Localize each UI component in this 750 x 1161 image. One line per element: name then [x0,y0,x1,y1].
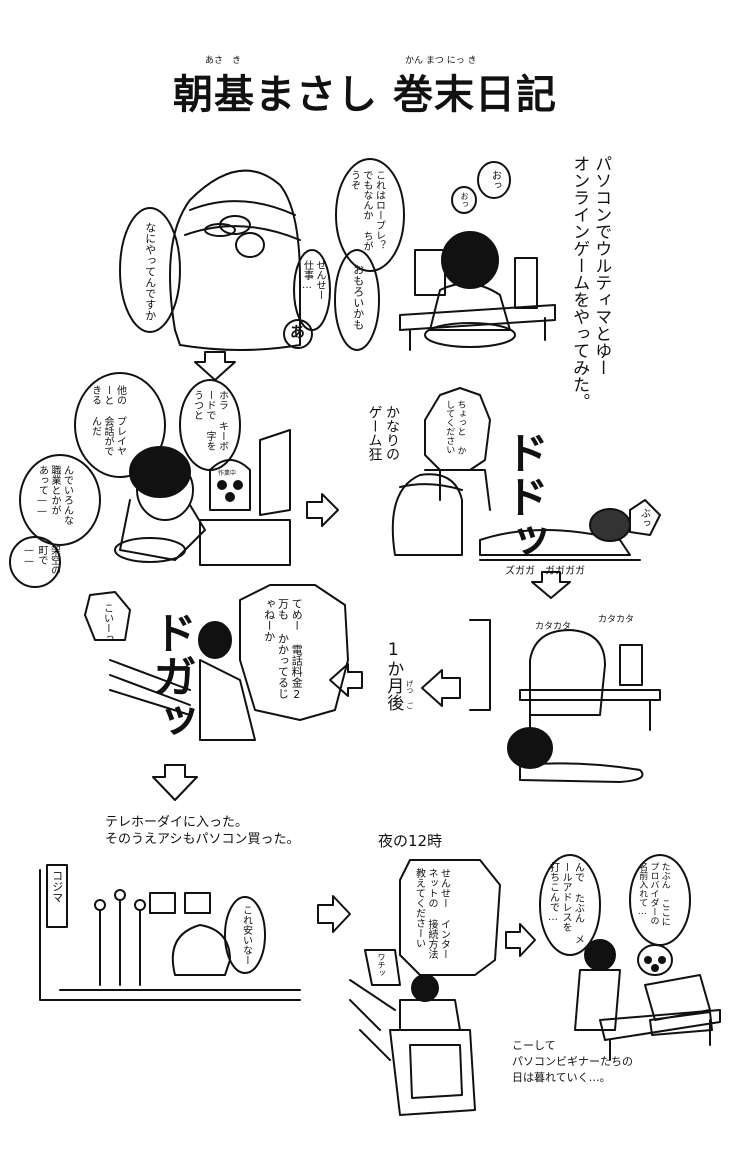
narration-game-fan: かなりの ゲーム狂 [366,405,401,461]
speech-bubble [335,158,405,272]
narration-one-month-later: 1か月後 [383,640,404,711]
arrow-left-icon [329,663,363,697]
man-at-desk-night-illustration [349,974,476,1116]
speech-bubble [477,161,511,199]
ruby-getsugo: げつ ご [405,680,414,709]
arrow-down-icon [194,351,236,381]
bubble-town: 架空の 町で—— [23,545,60,575]
spiky-bubble [239,584,349,721]
title-ruby-asaki: あさ き [205,56,242,66]
narration-intro-line1: パソコンでウルティマとゆー [591,155,612,376]
sfx-wachi: ワチッ [377,953,386,977]
sfx-dosh: ドドッ [497,430,548,562]
arrow-down-icon [531,571,571,599]
speech-bubble [334,249,380,351]
bubble-phone-bill: てめー 電話料金2万も かかってるじゃねーか [262,598,304,701]
woman-kicking-illustration [109,621,256,741]
narration-ending-1: こーして [512,1039,556,1052]
arrow-right-icon [505,923,536,957]
store-sign [46,864,68,928]
arrow-left-icon [421,669,461,707]
bubble-provider: たぶん ここに プロバイダーの 名前入れて… [637,862,670,926]
speech-bubble [451,186,477,214]
man-at-computer-illustration [399,231,556,351]
bubble-what-doing: なにやってんですか [143,222,157,321]
bubble-internet: せんせー インターネットの 接続方法 教えてくださーい [413,868,450,959]
bubble-keyboard: ホラ キーボードで 字をうつと [191,390,228,451]
spiky-bubble [84,591,131,641]
sfx-kata-2: カタカタ [598,615,635,625]
bubble-rpg: これはロープレ？ でもなんか ちがうぞ [348,170,385,251]
sfx-zugaga: ズガガ ガガガガ [505,566,585,577]
bubble-interesting: おもろいかも [351,264,365,330]
man-typing-illustration [114,429,291,566]
bubble-a: あ [290,323,306,341]
label-working: 作業中 [218,470,237,477]
narration-ending-3: 日は暮れていく…。 [512,1071,611,1084]
bubble-email: んで たぶん メールアドレスを 打ちこんで… [547,862,584,944]
narration-telehoudai-2: そのうえアシもパソコン買った。 [105,832,300,847]
speech-bubble [9,536,61,588]
bubble-sensei-work: せんせー 仕事… [301,260,326,300]
narration-intro-line2: オンラインゲームをやってみた。 [569,155,590,410]
bubble-koi: こいーっ [101,603,113,643]
store-shelf-illustration [94,889,231,986]
two-men-at-computer-illustration [574,939,721,1061]
speech-bubble [19,454,101,546]
narration-telehoudai-1: テレホーダイに入った。 [105,815,249,830]
title-ruby-kanmatsu: かん まつ にっ き [405,56,477,66]
bubble-oh-2: おっ [460,192,469,208]
spiky-bubble [424,387,491,471]
narration-ending-2: パソコンビギナーたちの [512,1055,633,1068]
spiky-bubble [399,859,501,976]
arrow-down-icon [152,764,198,801]
bubble-other-players: 他の プレイヤーと 会話ができる んだ [89,385,126,456]
spiky-bubble [364,949,401,986]
speech-bubble [119,207,181,333]
store-wall [39,869,301,1001]
sfx-kata-1: カタカタ [535,622,572,632]
sfx-doga: ドガッ [145,610,196,742]
bubble-lend-me: ちょっと かしてください [444,400,466,455]
store-sign-text: コジマ [50,870,64,903]
bubble-cheap: これ安いなー [240,905,252,965]
speech-bubble [74,372,166,478]
arrow-right-icon [306,493,339,527]
bubble-jobs: んでいろんな 職業とかが あって—— [36,465,73,525]
narration-midnight: 夜の12時 [378,832,443,850]
bubble-buh: ぶっ [638,508,650,528]
ghost-character-illustration [169,169,301,351]
bubble-oh-1: おっ [489,170,501,190]
man-collapsed-illustration [469,619,661,783]
speech-bubble [283,319,313,349]
speech-bubble [539,854,601,956]
page-title: 朝基まさし 巻末日記 [173,72,557,118]
speech-bubble [224,896,266,974]
arrow-right-icon [317,895,351,933]
ghost-and-man-fight-illustration [391,469,661,561]
